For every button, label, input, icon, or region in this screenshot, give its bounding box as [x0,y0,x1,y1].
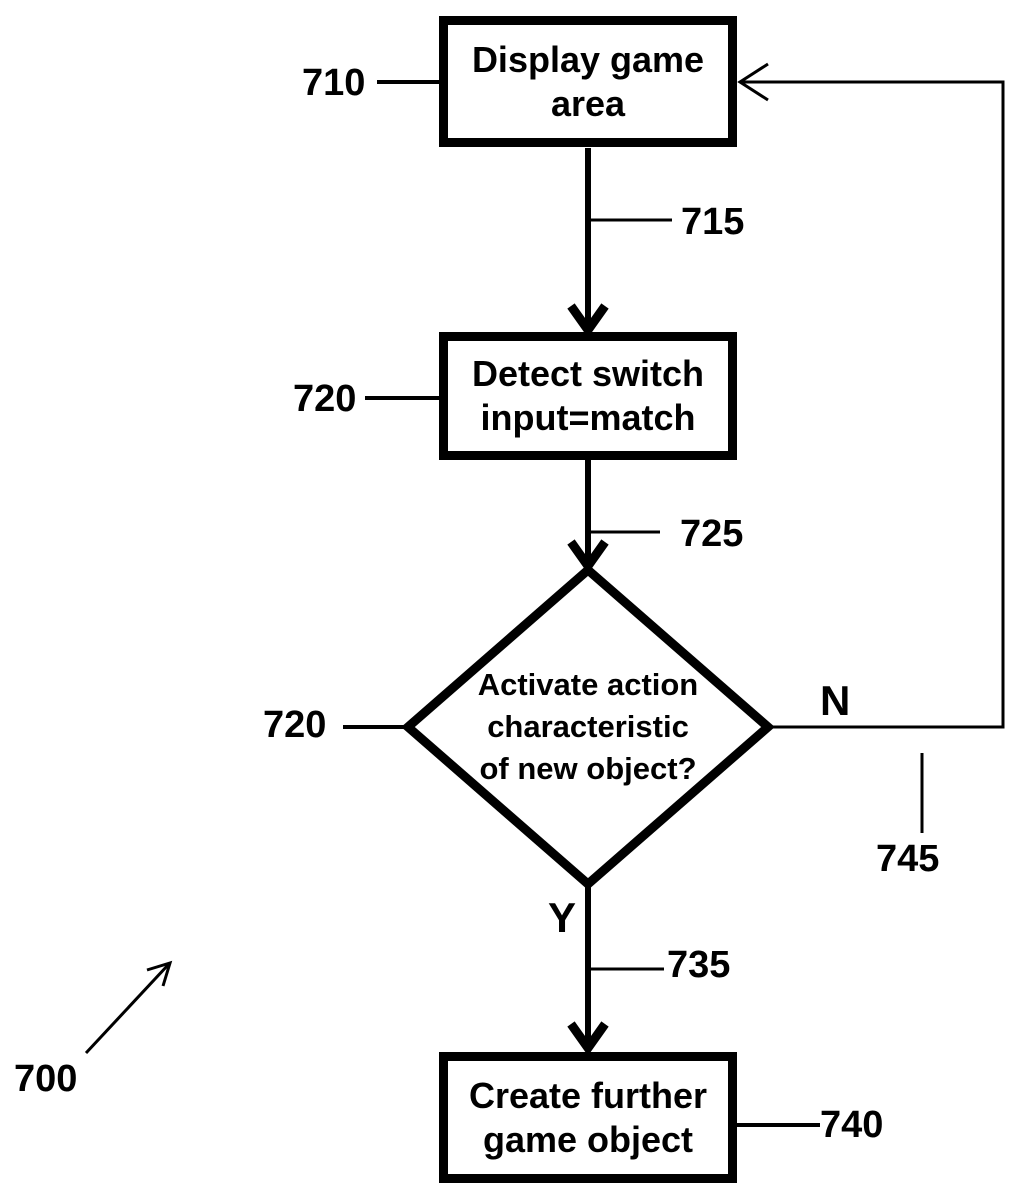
node-text-line: input=match [480,397,696,438]
branch-label-yes: Y [548,894,577,941]
loop-back-arrowhead-icon [737,62,769,102]
ref-710: 710 [302,62,366,104]
ref-720-box: 720 [293,378,357,420]
node-create-further-game-object: Create further game object [439,1052,737,1183]
node-activate-action-question: Activate action characteristic of new ob… [448,663,728,791]
figure-pointer-arrowhead-icon [146,960,173,987]
figure-pointer-shaft [84,963,170,1055]
arrow-735-head-icon [567,1021,609,1056]
loop-back-line [741,80,1005,729]
node-text-line: Create further [468,1074,708,1116]
ref-725: 725 [680,513,744,555]
ref-745: 745 [876,838,940,880]
node-text-line: Detect switch [471,353,705,395]
arrow-715-head-icon [567,303,609,338]
node-text-line: Display game [471,38,705,80]
ref-735: 735 [667,944,731,986]
ref-700-figure: 700 [14,1058,78,1100]
node-detect-switch-input: Detect switch input=match [439,332,737,460]
ref-740: 740 [820,1104,884,1146]
ref-715: 715 [681,201,745,243]
ref-720-diamond: 720 [263,704,327,746]
branch-label-no: N [820,677,851,724]
node-text-line: characteristic [487,709,689,745]
node-display-game-area: Display game area [439,16,737,147]
node-text-line: Activate action [477,667,699,703]
node-text-line: of new object? [479,750,697,786]
node-text-line: game object [482,1118,694,1160]
node-text-line: area [550,82,626,124]
